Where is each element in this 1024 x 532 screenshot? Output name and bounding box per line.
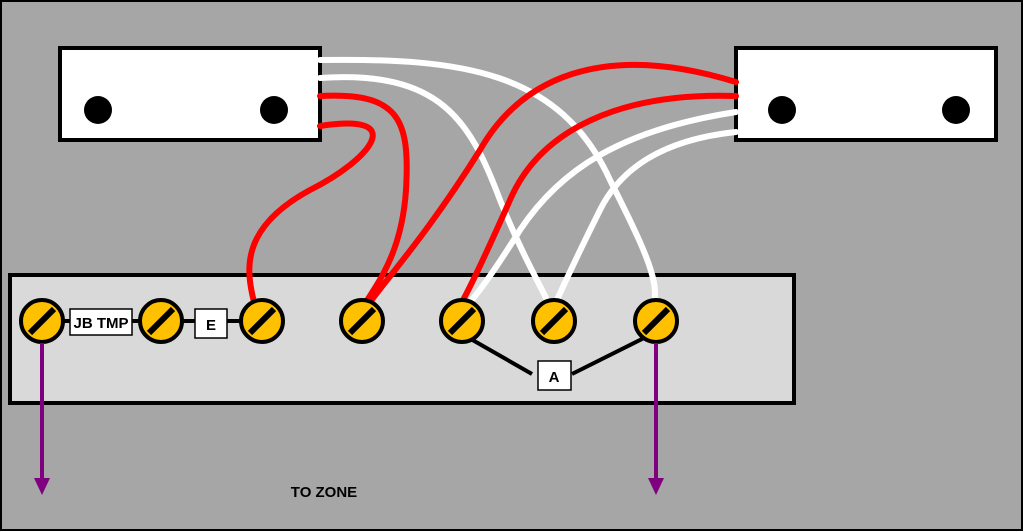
terminals [19, 298, 679, 344]
jb-tamper-label-box: JB TMP [69, 308, 133, 336]
a-label-box: A [537, 360, 572, 391]
a-label: A [549, 369, 560, 386]
left-contact-screw-hole-1 [84, 96, 112, 124]
white-wire-1 [317, 56, 658, 305]
white-wire-2 [317, 74, 551, 305]
terminal-5 [439, 298, 485, 344]
red-wire-2 [317, 92, 410, 305]
terminal-2 [138, 298, 184, 344]
zone-arrowhead-right [648, 478, 664, 495]
zone-arrows [38, 343, 660, 486]
red-wire-4 [459, 92, 739, 305]
zone-arrowhead-left [34, 478, 50, 495]
white-wire-3 [467, 109, 739, 305]
e-label-box: E [194, 308, 228, 339]
jb-tamper-label: JB TMP [73, 315, 128, 332]
terminal-6 [531, 298, 577, 344]
right-contact-screw-hole-2 [942, 96, 970, 124]
to-zone-label: TO ZONE [291, 484, 357, 501]
left-contact-screw-hole-2 [260, 96, 288, 124]
e-label: E [206, 317, 216, 334]
white-wire-4 [553, 129, 739, 305]
left-contact-device [58, 46, 322, 142]
right-contact-device [734, 46, 998, 142]
red-wire-3 [367, 61, 739, 305]
terminal-7 [633, 298, 679, 344]
terminal-strip [8, 273, 796, 405]
terminal-4 [339, 298, 385, 344]
terminal-1 [19, 298, 65, 344]
terminal-3 [239, 298, 285, 344]
right-contact-screw-hole-1 [768, 96, 796, 124]
red-wire-1 [246, 120, 376, 305]
wires [246, 56, 739, 305]
